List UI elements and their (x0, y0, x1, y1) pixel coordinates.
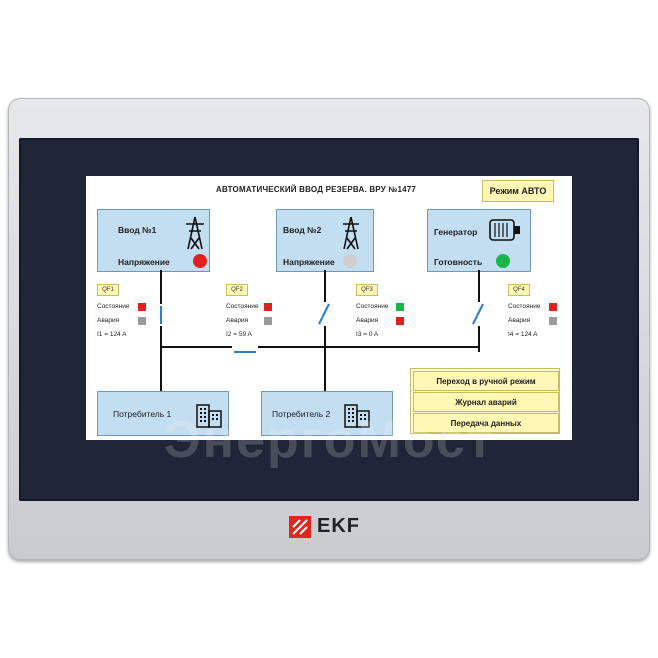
breaker-qf2-symbol[interactable] (232, 343, 258, 353)
page-title: АВТОМАТИЧЕСКИЙ ВВОД РЕЗЕРВА. ВРУ №1477 (216, 185, 417, 194)
ekf-logo: EKF (289, 515, 360, 538)
current-value: I3 = 0 A (356, 331, 379, 338)
ekf-logo-mark-icon (289, 515, 311, 538)
alarm-indicator (549, 317, 557, 325)
source-name: Генератор (434, 227, 478, 237)
voltage-label: Напряжение (118, 257, 170, 267)
consumer-name: Потребитель 1 (113, 409, 172, 419)
consumer-1[interactable]: Потребитель 1 (97, 391, 229, 436)
alarm-log-button[interactable]: Журнал аварий (413, 392, 559, 412)
alarm-indicator (264, 317, 272, 325)
source-generator[interactable]: Генератор Готовность (427, 209, 531, 272)
current-value: I4 = 124 A (508, 331, 538, 338)
alarm-indicator (396, 317, 404, 325)
readiness-indicator (496, 254, 510, 268)
power-tower-icon (186, 216, 204, 250)
alarm-label: Авария (356, 317, 379, 324)
ekf-logo-text: EKF (317, 515, 360, 537)
alarm-label: Авария (97, 317, 120, 324)
bus-left (160, 346, 232, 348)
line-consumer1 (160, 346, 162, 391)
state-indicator (549, 303, 557, 311)
source-name: Ввод №1 (118, 225, 157, 235)
power-tower-icon (343, 216, 359, 250)
building-icon (196, 404, 222, 428)
alarm-label: Авария (226, 317, 249, 324)
breaker-tag: QF2 (226, 284, 248, 296)
state-label: Состояние (356, 303, 389, 310)
state-indicator (264, 303, 272, 311)
consumer-2[interactable]: Потребитель 2 (261, 391, 393, 436)
voltage-indicator (193, 254, 207, 268)
source-input-1[interactable]: Ввод №1 Напряжение (97, 209, 210, 272)
consumer-name: Потребитель 2 (272, 409, 331, 419)
state-indicator (396, 303, 404, 311)
manual-mode-button[interactable]: Переход в ручной режим (413, 371, 559, 391)
mode-auto-button[interactable]: Режим АВТО (482, 180, 554, 202)
breaker-tag: QF1 (97, 284, 119, 296)
current-value: I2 = 59 A (226, 331, 252, 338)
state-label: Состояние (508, 303, 541, 310)
state-indicator (138, 303, 146, 311)
hmi-screen: АВТОМАТИЧЕСКИЙ ВВОД РЕЗЕРВА. ВРУ №1477 Р… (86, 176, 572, 440)
source-input-2[interactable]: Ввод №2 Напряжение (276, 209, 374, 272)
alarm-indicator (138, 317, 146, 325)
alarm-label: Авария (508, 317, 531, 324)
breaker-qf3-symbol[interactable] (317, 302, 331, 326)
state-label: Состояние (97, 303, 130, 310)
state-label: Состояние (226, 303, 259, 310)
data-transfer-button[interactable]: Передача данных (413, 413, 559, 433)
current-value: I1 = 124 A (97, 331, 127, 338)
breaker-qf4-symbol[interactable] (471, 302, 485, 326)
voltage-label: Напряжение (283, 257, 335, 267)
readiness-label: Готовность (434, 257, 483, 267)
line-consumer2 (324, 346, 326, 391)
breaker-tag: QF4 (508, 284, 530, 296)
source-name: Ввод №2 (283, 225, 322, 235)
breaker-tag: QF3 (356, 284, 378, 296)
device-footer: EKF (8, 501, 650, 560)
voltage-indicator (343, 254, 357, 268)
bus-right (258, 346, 480, 348)
building-icon (344, 404, 370, 428)
breaker-qf1-symbol[interactable] (157, 304, 165, 326)
generator-icon (489, 219, 520, 241)
